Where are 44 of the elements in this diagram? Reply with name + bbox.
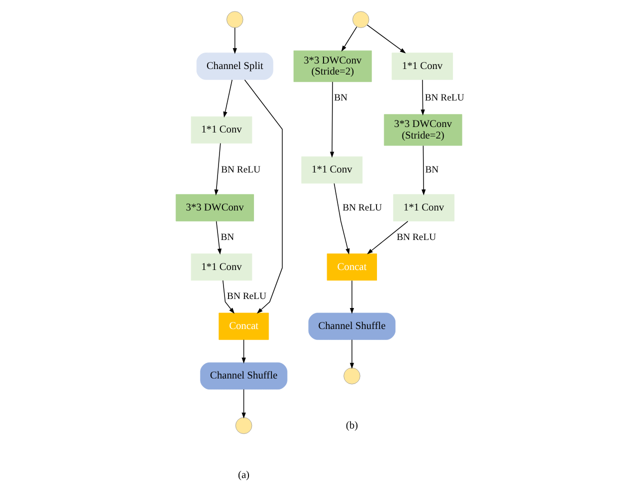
node-box: 1*1 Conv [391, 52, 452, 80]
arrow [232, 27, 236, 54]
edge-label: BN [424, 164, 438, 176]
node-circle [226, 11, 243, 28]
arrow [420, 80, 424, 116]
edge-label: BN ReLU [220, 164, 260, 176]
arrow [340, 26, 357, 52]
node-circle [352, 11, 369, 28]
node-box: 1*1 Conv [392, 194, 454, 222]
arrow [241, 339, 246, 364]
node-box: Channel Shuffle [200, 362, 287, 390]
node-box: Concat [326, 253, 376, 281]
node-box: 1*1 Conv [190, 116, 252, 144]
arrow [333, 183, 350, 255]
node-box: Channel Shuffle [308, 312, 395, 340]
label: (a) [238, 470, 250, 481]
arrow [421, 145, 426, 196]
node-box: 3*3 DWConv (Stride=2) [293, 50, 372, 82]
edge-label: BN ReLU [342, 202, 382, 214]
node-box: 3*3 DWConv (Stride=2) [383, 114, 462, 146]
arrow [366, 24, 406, 54]
edge-label: BN ReLU [226, 291, 266, 302]
edge-label: BN ReLU [396, 232, 436, 243]
edge-label: BN [220, 232, 234, 243]
node-box: 3*3 DWConv [175, 194, 254, 222]
node-box: Channel Split [196, 52, 273, 80]
label: (b) [345, 420, 358, 432]
arrow [241, 388, 246, 419]
node-box: 1*1 Conv [300, 156, 362, 184]
arrow [214, 142, 220, 196]
arrow [349, 339, 354, 369]
arrow [215, 220, 222, 255]
arrow [329, 82, 334, 158]
arrow [222, 280, 234, 314]
arrow [349, 280, 354, 314]
node-box: Concat [218, 312, 268, 340]
edge-label: BN [334, 92, 348, 104]
edge-label: BN ReLU [424, 92, 464, 104]
arrow [244, 80, 282, 314]
node-box: 1*1 Conv [190, 253, 252, 281]
arrow [366, 220, 408, 254]
node-circle [234, 417, 252, 434]
node-circle [343, 368, 360, 384]
arrow [222, 80, 232, 118]
